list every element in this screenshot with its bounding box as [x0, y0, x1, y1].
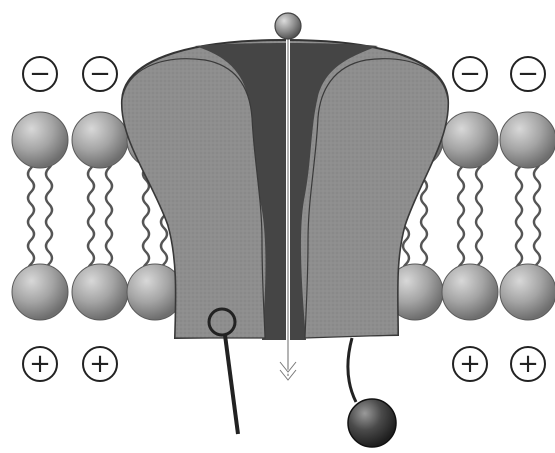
positive-charge-sign: + [511, 347, 545, 381]
lipid-tail [458, 158, 464, 276]
lipid-tail [46, 158, 52, 276]
charge-symbol: − [29, 59, 51, 89]
negative-charge-sign: − [23, 57, 57, 91]
lipid-tail [106, 158, 112, 276]
lipid-tail [534, 158, 540, 276]
lipid-head [500, 112, 555, 168]
lipid-head [12, 264, 68, 320]
negative-charge-sign: − [83, 57, 117, 91]
lipid-head [442, 112, 498, 168]
negative-charge-sign: − [511, 57, 545, 91]
charge-symbol: + [459, 349, 481, 379]
ion-sphere-icon [275, 13, 301, 39]
negative-charge-sign: − [453, 57, 487, 91]
lipid-head [500, 264, 555, 320]
lipid-head [442, 264, 498, 320]
charge-symbol: + [89, 349, 111, 379]
charge-symbol: − [459, 59, 481, 89]
lipid-head [12, 112, 68, 168]
lipid-head [72, 112, 128, 168]
lipid-tail [516, 158, 522, 276]
lipid-tail [88, 158, 94, 276]
positive-charge-sign: + [83, 347, 117, 381]
charge-symbol: − [89, 59, 111, 89]
lipid-head [72, 264, 128, 320]
charge-symbol: + [29, 349, 51, 379]
charge-symbol: − [517, 59, 539, 89]
positive-charge-sign: + [23, 347, 57, 381]
positive-charge-sign: + [453, 347, 487, 381]
inactivation-ball-icon [348, 338, 396, 447]
charge-symbol: + [517, 349, 539, 379]
lipid-tail [476, 158, 482, 276]
lipid-tail [28, 158, 34, 276]
